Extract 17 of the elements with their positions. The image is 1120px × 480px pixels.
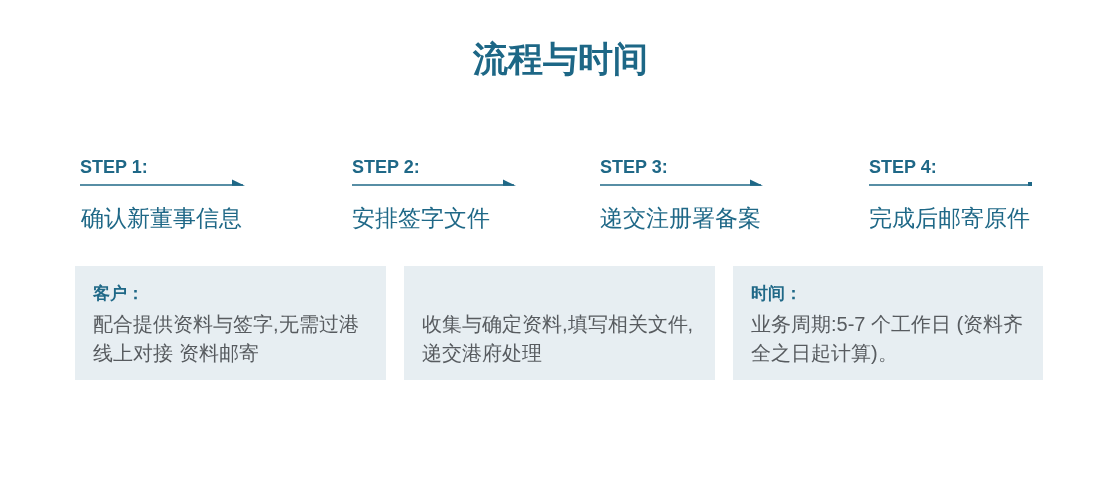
info-box — [404, 266, 715, 380]
step-title: 递交注册署备案 — [600, 205, 761, 231]
step-label: STEP 1: — [80, 157, 148, 177]
page-title: 流程与时间 — [472, 39, 648, 79]
box-text: 配合提供资料与签字,无需过港线上对接 资料邮寄 — [93, 312, 360, 366]
step-label: STEP 2: — [352, 157, 420, 177]
box-heading: 客户： — [93, 284, 144, 304]
step-title: 安排签字文件 — [352, 205, 490, 231]
step-title: 确认新董事信息 — [81, 205, 242, 231]
box-text: 业务周期:5-7 个工作日 (资料齐全之日起计算)。 — [751, 312, 1025, 366]
box-heading: 时间： — [751, 284, 802, 304]
step-title: 完成后邮寄原件 — [869, 205, 1030, 231]
box-text: 收集与确定资料,填写相关文件,递交港府处理 — [422, 312, 695, 366]
info-box — [75, 266, 386, 380]
info-box — [733, 266, 1043, 380]
step-label: STEP 3: — [600, 157, 668, 177]
step-label: STEP 4: — [869, 157, 937, 177]
